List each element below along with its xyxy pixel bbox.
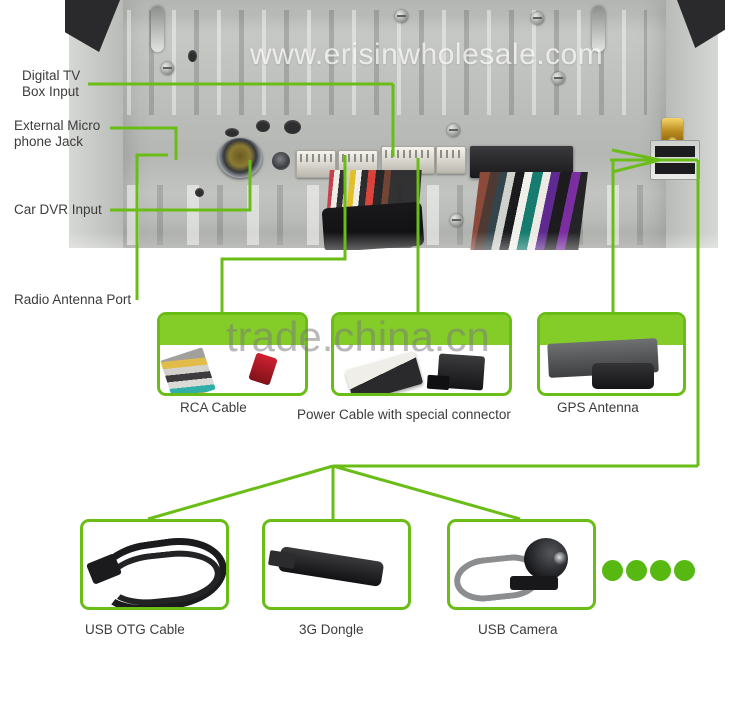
vent-hole	[188, 50, 197, 62]
callout-line-2: Box Input	[22, 84, 80, 99]
external-microphone-jack-connector	[272, 152, 290, 170]
vent-hole	[256, 120, 270, 132]
accessory-label-power-cable: Power Cable with special connector	[297, 407, 511, 422]
screw-icon	[395, 10, 408, 23]
screw-icon	[552, 72, 565, 85]
box-header-band	[160, 315, 305, 345]
radio-antenna-port-connector	[218, 138, 262, 178]
callout-external-microphone-jack: External Micro phone Jack	[14, 118, 100, 150]
accessory-label-3g-dongle: 3G Dongle	[299, 622, 364, 637]
decorative-dot	[602, 560, 623, 581]
vent-hole	[225, 128, 239, 137]
callout-line-1: Radio Antenna Port	[14, 292, 132, 307]
watermark-middle: trade.china.cn	[226, 313, 490, 360]
accessory-box-3g-dongle[interactable]	[262, 519, 411, 610]
watermark-top: www.erisinwholesale.com	[250, 38, 604, 71]
usb-camera-lens-image	[524, 538, 568, 580]
screw-icon	[450, 214, 463, 227]
callout-line-1: Digital TV	[22, 68, 81, 83]
vent-hole	[284, 120, 301, 134]
white-connector-4	[436, 146, 466, 174]
callout-line-2: phone Jack	[14, 134, 84, 149]
accessory-box-usb-otg-cable[interactable]	[80, 519, 229, 610]
callout-digital-tv-box-input: Digital TV Box Input	[22, 68, 80, 100]
accessory-box-gps-antenna[interactable]	[537, 312, 686, 396]
box-header-band	[334, 315, 509, 345]
chassis-vent-ribs-top	[127, 10, 647, 115]
accessory-box-rca-cable[interactable]	[157, 312, 308, 396]
accessory-label-gps-antenna: GPS Antenna	[557, 400, 639, 415]
photo-fade-overlay	[0, 232, 750, 302]
accessory-label-usb-otg-cable: USB OTG Cable	[85, 622, 185, 637]
usb-camera-mount-image	[510, 576, 558, 590]
screw-icon	[161, 62, 174, 75]
bracket-slot-left	[151, 6, 164, 52]
accessory-label-rca-cable: RCA Cable	[180, 400, 247, 415]
screw-icon	[531, 12, 544, 25]
decorative-dot	[650, 560, 671, 581]
3g-dongle-tip-image	[267, 550, 297, 569]
screw-icon	[447, 124, 460, 137]
callout-line-1: External Micro	[14, 118, 101, 133]
rca-cable-image	[160, 347, 216, 393]
white-connector-3	[381, 146, 435, 174]
decorative-dot	[626, 560, 647, 581]
accessory-box-power-cable[interactable]	[331, 312, 512, 396]
accessory-box-usb-camera[interactable]	[447, 519, 596, 610]
accessory-label-usb-camera: USB Camera	[478, 622, 558, 637]
bracket-slot-right	[592, 6, 605, 52]
vent-hole	[195, 188, 204, 197]
gps-antenna-base-image	[592, 363, 654, 389]
callout-line-1: Car DVR Input	[14, 202, 102, 217]
decorative-dot	[674, 560, 695, 581]
callout-radio-antenna-port: Radio Antenna Port	[14, 292, 131, 308]
callout-car-dvr-input: Car DVR Input	[14, 202, 102, 218]
head-unit-rear-photo: www.erisinwholesale.com	[65, 0, 725, 250]
